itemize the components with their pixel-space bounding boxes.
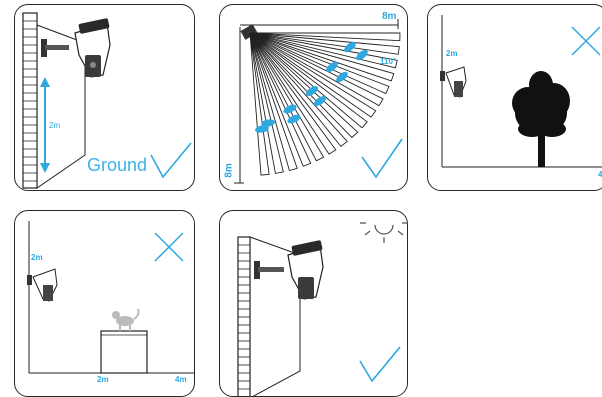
height-label: 2m: [31, 253, 43, 262]
detection-beam: [249, 32, 312, 167]
check-icon: [361, 138, 403, 179]
panel-tree-obstruction: 2m 4: [427, 4, 602, 191]
panel-detection-range: 8m 8m 110°: [219, 4, 408, 191]
panel-pet-obstruction: 2m 2m 4m: [14, 210, 195, 397]
height-label: 2m: [49, 121, 61, 130]
detection-beam: [249, 32, 395, 82]
detection-beam: [249, 32, 359, 139]
ground-label: Ground: [87, 155, 148, 175]
cross-icon: [154, 232, 184, 262]
detection-beam: [249, 32, 401, 42]
axis-label-mid: 2m: [97, 375, 109, 384]
panel-wall-mount-height: 2m Ground: [14, 4, 195, 191]
detection-beam: [249, 32, 390, 95]
detection-beam: [249, 32, 348, 148]
distance-label-top: 8m: [382, 11, 397, 22]
detection-beam: [249, 32, 298, 172]
detection-beam: [249, 32, 377, 118]
tree-illustration: [440, 15, 602, 168]
sunlight-illustration: [237, 222, 407, 396]
distance-label-left: 8m: [223, 163, 235, 178]
detection-beam: [249, 32, 337, 155]
detection-beam: [249, 32, 284, 174]
check-icon: [150, 142, 192, 179]
pet-illustration: [27, 221, 194, 374]
wall-mount-illustration: [22, 12, 111, 189]
detection-fan-diagram: [234, 19, 403, 184]
angle-label: 110°: [380, 57, 397, 66]
detection-beam: [249, 32, 270, 176]
detection-beam: [249, 32, 400, 55]
panel-sunlight: [219, 210, 408, 397]
axis-label: 4: [598, 170, 602, 179]
detection-beam: [249, 32, 368, 129]
detection-beam: [249, 32, 325, 162]
detection-beam: [249, 32, 384, 107]
check-icon: [359, 346, 401, 383]
cross-icon: [571, 26, 601, 56]
sun-icon: [360, 222, 407, 243]
height-label: 2m: [446, 49, 458, 58]
axis-label-end: 4m: [175, 375, 187, 384]
